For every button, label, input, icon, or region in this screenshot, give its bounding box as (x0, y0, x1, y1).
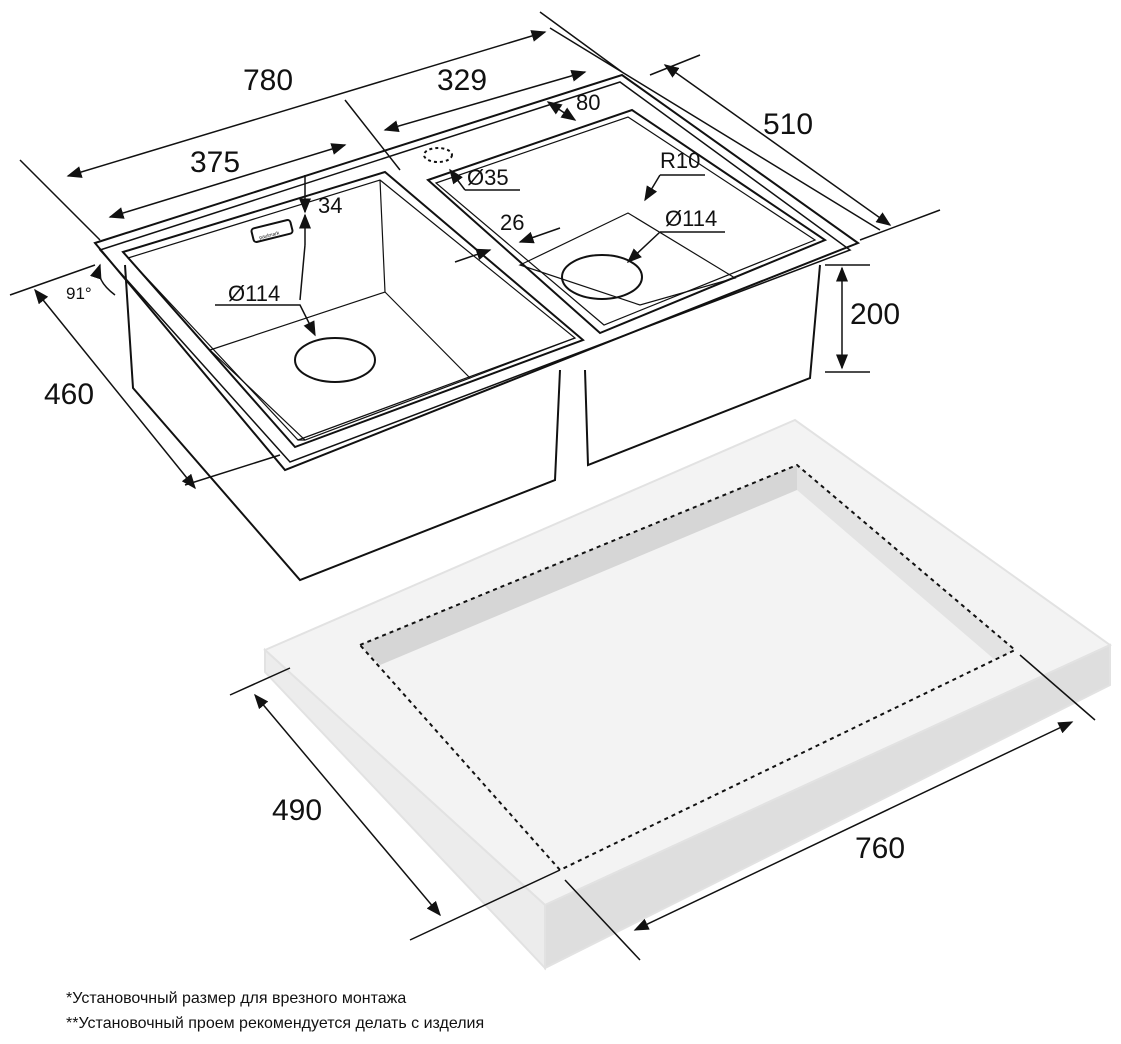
dim-80: 80 (576, 90, 601, 115)
dim-left-drain: Ø114 (228, 281, 281, 306)
dim-760: 760 (855, 832, 906, 865)
dim-right-drain: Ø114 (665, 206, 718, 231)
note-2: **Установочный проем рекомендуется делат… (66, 1015, 485, 1032)
dim-780: 780 (243, 64, 294, 97)
dim-radius: R10 (660, 148, 701, 173)
dim-510: 510 (763, 108, 814, 141)
dim-34: 34 (318, 193, 343, 218)
dim-hole: Ø35 (467, 165, 509, 190)
right-drain (561, 254, 643, 300)
dim-200: 200 (850, 298, 901, 331)
logo-plate (250, 219, 294, 243)
left-drain (294, 337, 376, 383)
dimension-lines (9, 11, 1096, 961)
dim-460: 460 (44, 378, 95, 411)
countertop (263, 418, 1112, 971)
note-1: *Установочный размер для врезного монтаж… (66, 990, 407, 1007)
svg-text:paulmark: paulmark (259, 230, 281, 241)
dim-angle: 91° (66, 284, 92, 303)
cutout-outline (358, 463, 1017, 872)
dim-26: 26 (500, 210, 525, 235)
dim-490: 490 (272, 794, 323, 827)
dim-375: 375 (190, 146, 241, 179)
dim-329: 329 (437, 64, 488, 97)
